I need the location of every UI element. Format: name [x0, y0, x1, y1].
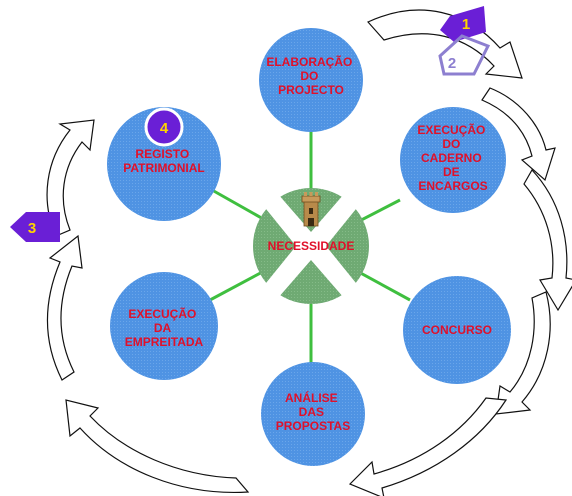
- node-line: ENCARGOS: [418, 179, 487, 193]
- node-concurso: CONCURSO: [403, 276, 511, 384]
- marker-label: 4: [160, 120, 169, 137]
- marker-label: 2: [448, 55, 456, 72]
- node-line: PATRIMONIAL: [123, 161, 205, 175]
- circular-arrow-icon: [481, 87, 556, 182]
- node-label: REGISTO PATRIMONIAL: [123, 147, 205, 175]
- node-label: EXECUÇÃO DA EMPREITADA: [125, 306, 204, 349]
- marker-2[interactable]: 2: [438, 34, 491, 76]
- node-line: PROPOSTAS: [276, 419, 350, 433]
- node-elaboracao: ELABORAÇÃO DO PROJECTO: [259, 28, 363, 132]
- node-label: ANÁLISE DAS PROPOSTAS: [276, 390, 350, 433]
- node-line: EXECUÇÃO: [128, 306, 196, 321]
- node-line: DAS: [299, 405, 324, 419]
- node-line: PROJECTO: [278, 83, 344, 97]
- marker-label: 1: [462, 16, 470, 33]
- node-line: EXECUÇÃO: [417, 122, 485, 137]
- node-line: ELABORAÇÃO: [266, 54, 352, 69]
- circular-arrow-icon: [523, 168, 572, 312]
- node-label: ELABORAÇÃO DO PROJECTO: [266, 54, 355, 97]
- node-line: CONCURSO: [422, 323, 492, 337]
- marker-3[interactable]: 3: [10, 212, 60, 242]
- node-analise: ANÁLISE DAS PROPOSTAS: [261, 362, 365, 466]
- marker-label: 3: [28, 220, 36, 237]
- circular-arrow-icon: [46, 234, 83, 381]
- node-line: DE: [443, 165, 460, 179]
- center-label: NECESSIDADE: [268, 239, 355, 253]
- center-cross: [262, 194, 360, 298]
- circular-arrow-icon: [65, 399, 250, 494]
- marker-4[interactable]: 4: [144, 107, 184, 147]
- circular-arrow-icon: [367, 9, 523, 79]
- circular-arrow-icon: [46, 119, 95, 237]
- node-line: EMPREITADA: [125, 335, 204, 349]
- node-label: EXECUÇÃO DO CADERNO DE ENCARGOS: [417, 122, 488, 193]
- circular-arrow-icon: [348, 397, 508, 496]
- node-line: DO: [300, 69, 318, 83]
- node-line: CADERNO: [421, 151, 482, 165]
- node-execucao-caderno: EXECUÇÃO DO CADERNO DE ENCARGOS: [400, 107, 506, 213]
- node-line: REGISTO: [135, 147, 189, 161]
- curved-arrows: [46, 9, 572, 496]
- center-hub: NECESSIDADE: [253, 188, 369, 304]
- node-registo: REGISTO PATRIMONIAL: [107, 107, 221, 221]
- node-line: ANÁLISE: [285, 390, 338, 405]
- tower-icon: [301, 192, 321, 227]
- node-line: DA: [154, 321, 172, 335]
- node-execucao-empreitada: EXECUÇÃO DA EMPREITADA: [110, 272, 218, 380]
- node-line: DO: [442, 137, 460, 151]
- node-label: CONCURSO: [422, 323, 492, 337]
- marker-1[interactable]: 1: [440, 6, 486, 42]
